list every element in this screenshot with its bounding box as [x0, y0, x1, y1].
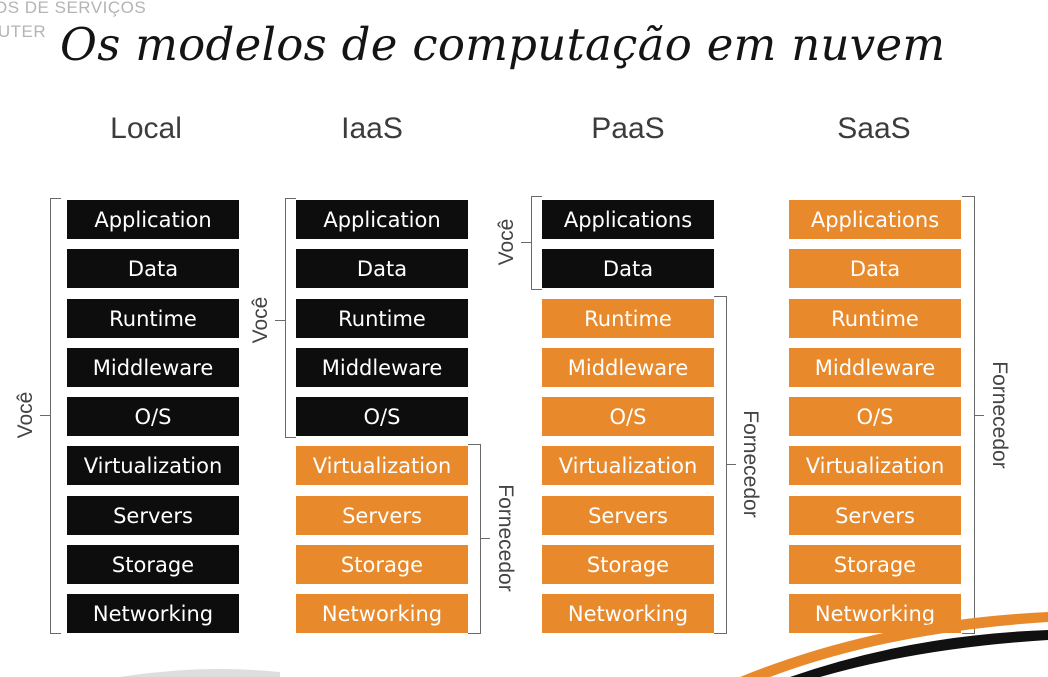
- bracket-paas-you-tick: [521, 242, 531, 243]
- corner-text-line1: OS DE SERVIÇOS: [0, 0, 147, 17]
- layer-paas-storage: Storage: [542, 545, 714, 584]
- layer-iaas-storage: Storage: [296, 545, 468, 584]
- layer-iaas-application: Application: [296, 200, 468, 239]
- layer-iaas-networking: Networking: [296, 594, 468, 633]
- layer-saas-runtime: Runtime: [789, 299, 961, 338]
- layer-paas-data: Data: [542, 249, 714, 288]
- layer-saas-storage: Storage: [789, 545, 961, 584]
- layer-saas-servers: Servers: [789, 496, 961, 535]
- layer-iaas-virtualization: Virtualization: [296, 446, 468, 485]
- page-title: Os modelos de computação em nuvem: [60, 18, 946, 71]
- layer-saas-applications: Applications: [789, 200, 961, 239]
- layer-saas-data: Data: [789, 249, 961, 288]
- layer-paas-servers: Servers: [542, 496, 714, 535]
- layer-iaas-data: Data: [296, 249, 468, 288]
- bracket-iaas-you: [285, 198, 296, 438]
- bracket-local-you: [50, 198, 61, 634]
- column-header-saas: SaaS: [837, 112, 911, 145]
- corner-text-line2: PUTER: [0, 22, 47, 41]
- column-header-local: Local: [110, 112, 182, 145]
- bracket-local-you-tick: [40, 415, 50, 416]
- layer-local-application: Application: [67, 200, 239, 239]
- layer-local-data: Data: [67, 249, 239, 288]
- layer-paas-runtime: Runtime: [542, 299, 714, 338]
- bracket-iaas-provider-tick: [480, 538, 490, 539]
- layer-local-virtualization: Virtualization: [67, 446, 239, 485]
- layer-local-servers: Servers: [67, 496, 239, 535]
- bracket-paas-provider-tick: [726, 464, 736, 465]
- layer-local-runtime: Runtime: [67, 299, 239, 338]
- bracket-paas-provider: [714, 296, 727, 634]
- layer-iaas-o-s: O/S: [296, 397, 468, 436]
- layer-paas-middleware: Middleware: [542, 348, 714, 387]
- layer-paas-virtualization: Virtualization: [542, 446, 714, 485]
- layer-iaas-middleware: Middleware: [296, 348, 468, 387]
- layer-iaas-runtime: Runtime: [296, 299, 468, 338]
- layer-paas-networking: Networking: [542, 594, 714, 633]
- bracket-paas-you: [531, 196, 542, 290]
- layer-local-middleware: Middleware: [67, 348, 239, 387]
- layer-local-o-s: O/S: [67, 397, 239, 436]
- column-header-iaas: IaaS: [341, 112, 403, 145]
- layer-local-storage: Storage: [67, 545, 239, 584]
- bracket-saas-provider-tick: [974, 415, 984, 416]
- layer-saas-middleware: Middleware: [789, 348, 961, 387]
- bracket-iaas-you-tick: [275, 320, 285, 321]
- bracket-iaas-provider: [468, 444, 481, 634]
- layer-local-networking: Networking: [67, 594, 239, 633]
- layer-iaas-servers: Servers: [296, 496, 468, 535]
- layer-saas-virtualization: Virtualization: [789, 446, 961, 485]
- layer-saas-o-s: O/S: [789, 397, 961, 436]
- layer-paas-applications: Applications: [542, 200, 714, 239]
- layer-paas-o-s: O/S: [542, 397, 714, 436]
- column-header-paas: PaaS: [591, 112, 665, 145]
